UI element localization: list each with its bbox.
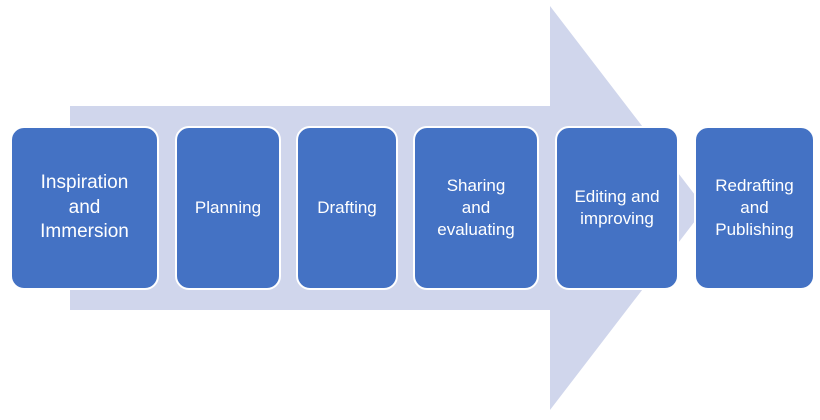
step-inspiration-and-immersion: Inspiration and Immersion <box>10 126 159 290</box>
step-drafting: Drafting <box>296 126 398 290</box>
step-label: Inspiration and Immersion <box>40 171 129 243</box>
step-redrafting-and-publishing: Redrafting and Publishing <box>694 126 815 290</box>
step-label: Editing and improving <box>574 186 660 228</box>
step-planning: Planning <box>175 126 281 290</box>
step-label: Planning <box>194 197 262 217</box>
step-editing-and-improving: Editing and improving <box>555 126 679 290</box>
step-label: Sharing and evaluating <box>437 175 515 240</box>
step-label: Redrafting and Publishing <box>715 175 794 240</box>
step-label: Drafting <box>317 197 377 217</box>
step-sharing-and-evaluating: Sharing and evaluating <box>413 126 539 290</box>
